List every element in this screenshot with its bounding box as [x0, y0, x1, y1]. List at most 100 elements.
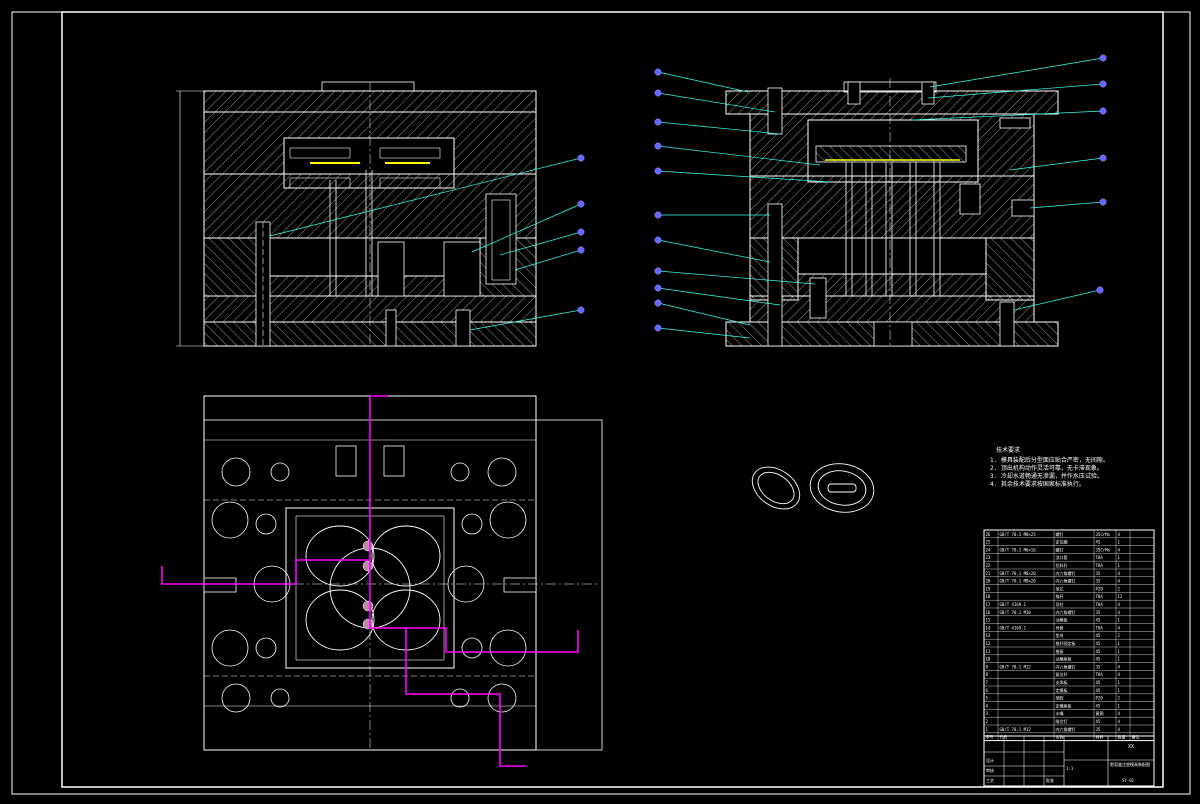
parts-cell: 7 [986, 680, 989, 685]
parts-cell: 21 [986, 571, 991, 576]
parts-cell: 6 [986, 688, 989, 693]
parts-cell: 12 [986, 641, 991, 646]
parts-cell: 4 [1118, 571, 1121, 576]
title-drawing-name: 肥皂盒注塑模具装配图 [1110, 761, 1150, 767]
parts-cell: 23 [986, 555, 991, 560]
title-label-design: 设计 [986, 757, 994, 763]
parts-header-cell: 序号 [986, 734, 994, 740]
parts-cell: 25 [986, 540, 991, 545]
title-school: XX [1128, 744, 1134, 750]
parts-cell: GB/T 4169.1 [1000, 602, 1027, 607]
parts-cell: 4 [986, 703, 989, 708]
parts-cell: 35 [1096, 610, 1101, 615]
title-label-process: 工艺 [986, 778, 994, 783]
parts-cell: 4 [1118, 672, 1121, 677]
parts-cell: P20 [1096, 586, 1104, 591]
parts-cell: 4 [1118, 625, 1121, 630]
title-block: XX 肥皂盒注塑模具装配图 1:1 SY-01 设计 审核 工艺 批准 [983, 735, 1155, 787]
parts-cell: 45 [1096, 688, 1101, 693]
tech-note-3: 3. 冷却水道畅通无渗漏，并作水压试验。 [990, 472, 1103, 480]
parts-cell: GB/T 70.1 M12 [1000, 727, 1032, 732]
parts-cell: 45 [1096, 719, 1101, 724]
parts-cell: 浇口套 [1056, 554, 1068, 560]
parts-cell: 24 [986, 547, 991, 552]
parts-cell: 1 [1118, 563, 1121, 568]
inner-frame [61, 11, 1164, 788]
parts-cell: 1 [1118, 641, 1121, 646]
parts-cell: 17 [986, 602, 991, 607]
parts-cell: 推杆固定板 [1056, 640, 1076, 646]
parts-cell: 1 [1118, 618, 1121, 623]
parts-cell: 45 [1096, 641, 1101, 646]
parts-cell: 12 [1118, 594, 1123, 599]
parts-cell: 动模座板 [1056, 656, 1072, 662]
parts-cell: 导柱 [1056, 601, 1064, 607]
parts-cell: 垫块 [1056, 632, 1064, 638]
parts-header-cell: 名称 [1056, 734, 1064, 740]
parts-cell: 4 [1118, 532, 1121, 537]
side-section-view [654, 54, 1107, 347]
parts-cell: 45 [1096, 633, 1101, 638]
parts-cell: 型芯 [1056, 585, 1064, 591]
parts-cell: 螺钉 [1056, 546, 1064, 552]
parts-cell: 导套 [1056, 624, 1064, 630]
title-label-review: 审核 [986, 767, 994, 773]
plan-view [161, 395, 603, 767]
parts-cell: 1 [1118, 657, 1121, 662]
parts-cell: 4 [1118, 602, 1121, 607]
parts-cell: 定模板 [1056, 687, 1068, 693]
parts-cell: GB/T 4169.1 [1000, 625, 1027, 630]
front-section-view [176, 81, 585, 347]
parts-cell: 黄铜 [1096, 710, 1104, 716]
parts-cell: T8A [1096, 563, 1104, 568]
parts-cell: 4 [1118, 664, 1121, 669]
parts-cell: 45 [1096, 618, 1101, 623]
parts-cell: 20 [986, 579, 991, 584]
parts-cell: T8A [1096, 555, 1104, 560]
parts-cell: 2 [1118, 586, 1121, 591]
parts-cell: 1 [1118, 649, 1121, 654]
parts-cell: GB/T 70.1 M12 [1000, 664, 1032, 669]
parts-header-cell: 代号 [1000, 734, 1008, 740]
parts-cell: 定模座板 [1056, 702, 1072, 708]
parts-cell: 18 [986, 594, 991, 599]
parts-header-cell: 材料 [1096, 734, 1104, 740]
parts-cell: 推板 [1056, 648, 1064, 654]
parts-cell: 1 [1118, 555, 1121, 560]
tech-title: 技术要求 [996, 446, 1020, 454]
parts-cell: 2 [1118, 633, 1121, 638]
parts-cell: 动模板 [1056, 617, 1068, 623]
title-drawing-no: SY-01 [1122, 778, 1135, 783]
parts-cell: 内六角螺钉 [1056, 726, 1076, 732]
parts-cell: 35 [1096, 664, 1101, 669]
parts-cell: 45 [1096, 703, 1101, 708]
parts-cell: 15 [986, 618, 991, 623]
parts-cell: 35 [1096, 579, 1101, 584]
parts-cell: 3 [986, 711, 989, 716]
product-preview [751, 463, 875, 513]
parts-cell: 26 [986, 532, 991, 537]
parts-cell: 1 [1118, 688, 1121, 693]
parts-cell: GB/T 70.1 M10 [1000, 610, 1032, 615]
parts-cell: 1 [1118, 703, 1121, 708]
parts-cell: 复位杆 [1056, 671, 1068, 677]
parts-cell: 45 [1096, 657, 1101, 662]
parts-cell: 1 [1118, 680, 1121, 685]
parts-cell: GB/T 70.1 M8×20 [1000, 579, 1037, 584]
parts-cell: 22 [986, 563, 991, 568]
parts-cell: 2 [1118, 696, 1121, 701]
title-scale: 1:1 [1066, 766, 1074, 771]
tech-note-4: 4. 其余技术要求按国家标准执行。 [990, 480, 1085, 488]
parts-cell: T8A [1096, 625, 1104, 630]
parts-cell: 10 [986, 657, 991, 662]
parts-cell: 内六角螺钉 [1056, 570, 1076, 576]
parts-cell: 4 [1118, 727, 1121, 732]
title-label-approve: 批准 [1046, 777, 1054, 783]
parts-cell: 限位钉 [1056, 718, 1068, 724]
parts-cell: 内六角螺钉 [1056, 609, 1076, 615]
parts-cell: 16 [986, 610, 991, 615]
parts-cell: 定位圈 [1056, 539, 1068, 545]
parts-cell: 型腔 [1056, 695, 1064, 701]
parts-cell: 35CrMo [1096, 532, 1111, 537]
